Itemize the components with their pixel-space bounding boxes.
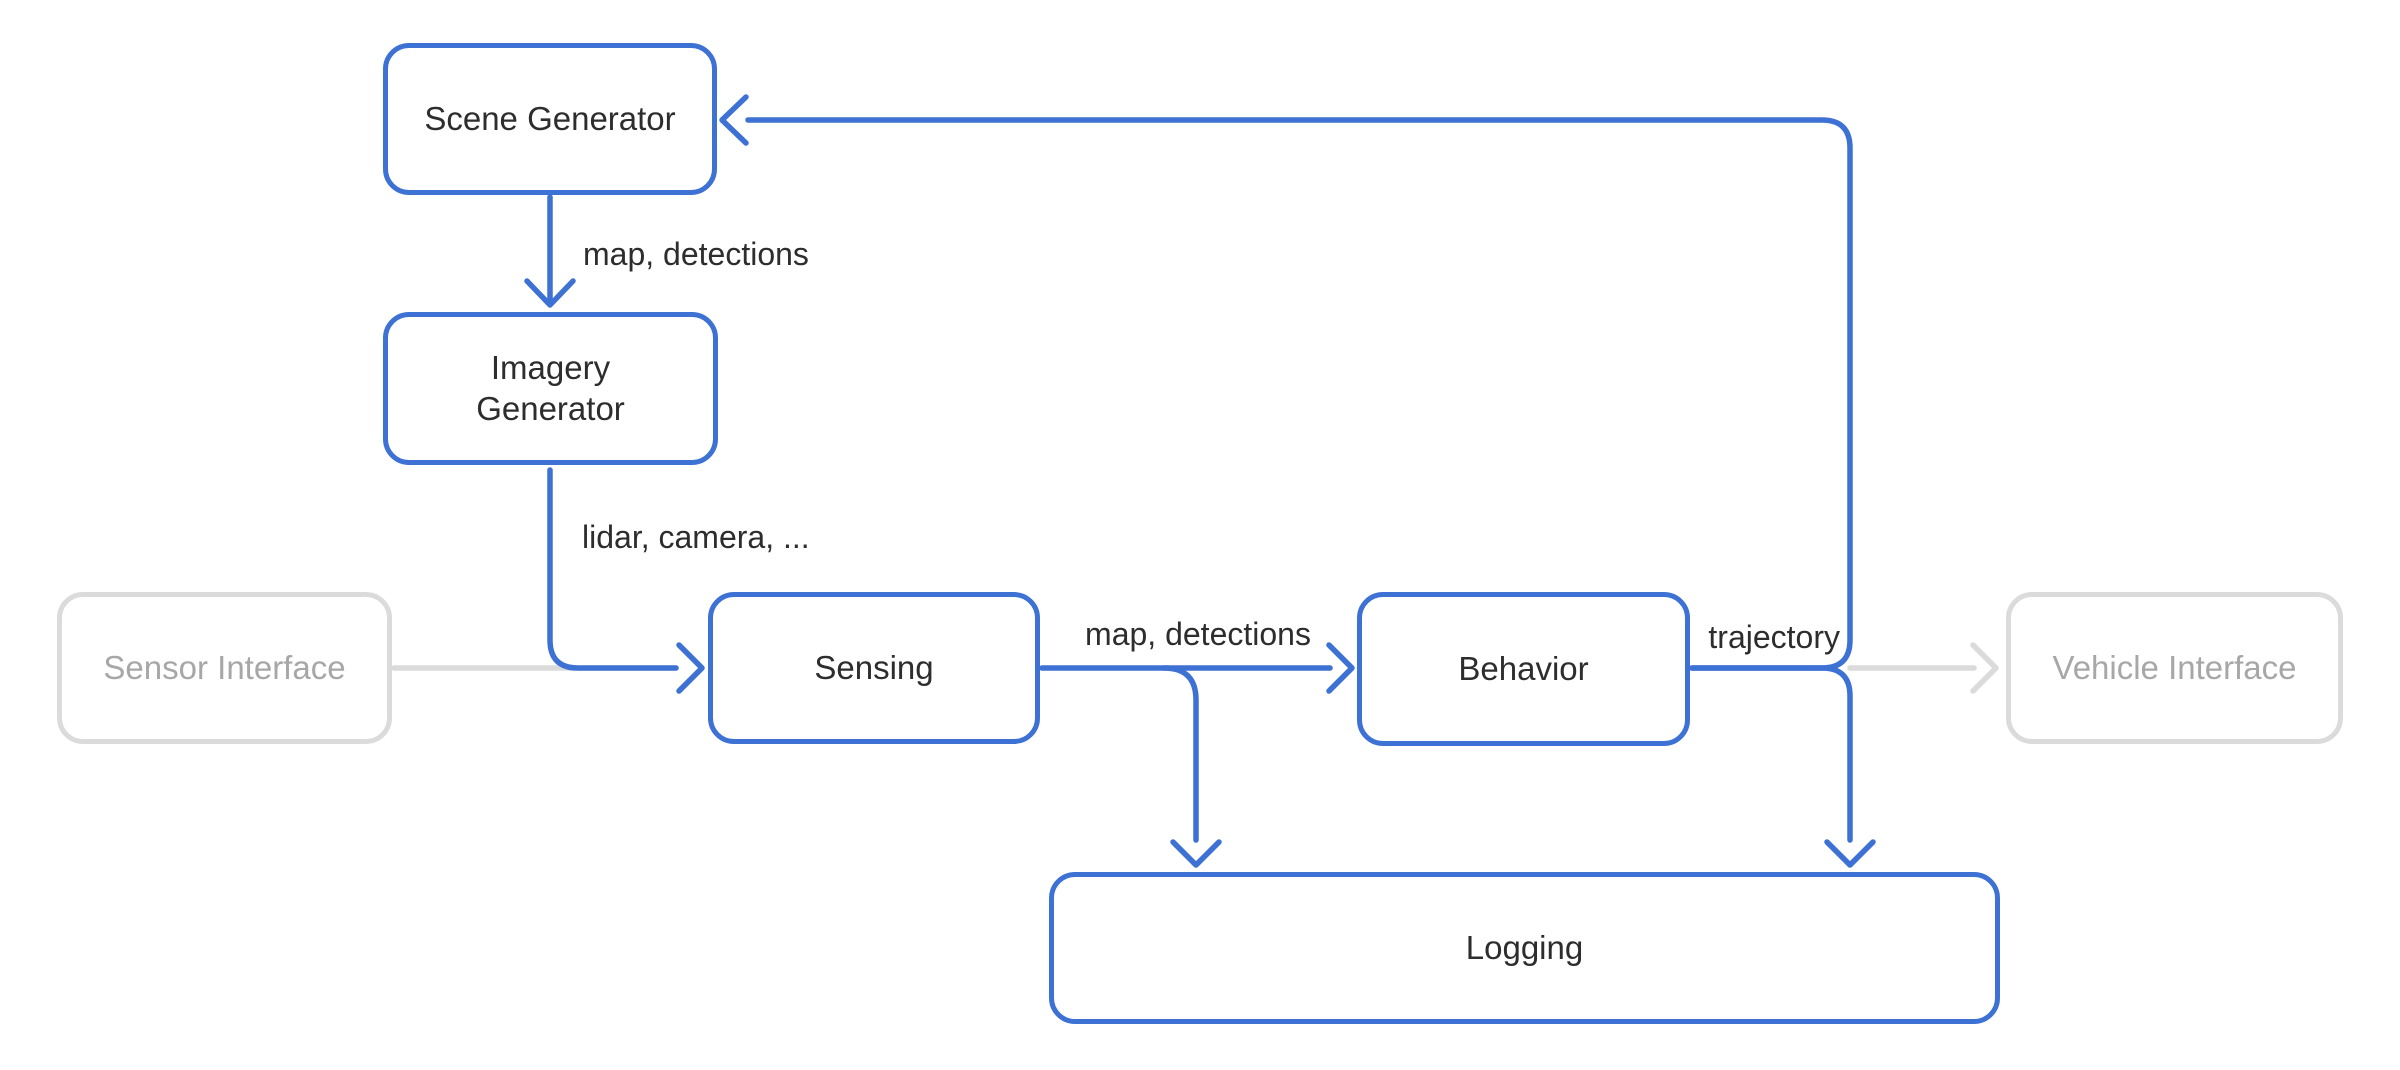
- node-scene-generator: Scene Generator: [383, 43, 717, 195]
- edge-behavior-to-scene: [745, 117, 1853, 671]
- arrowhead-logging-right: [1824, 839, 1876, 868]
- edge-imagery-to-sensing: [547, 467, 679, 671]
- node-logging: Logging: [1049, 872, 2000, 1024]
- node-sensor-interface: Sensor Interface: [57, 592, 392, 744]
- arrowhead-vehicle-interface: [1970, 642, 1999, 694]
- node-label: Sensor Interface: [103, 648, 346, 686]
- node-label: Behavior: [1458, 649, 1589, 687]
- arrowhead-imagery-generator: [524, 278, 576, 308]
- node-vehicle-interface: Vehicle Interface: [2006, 592, 2343, 744]
- node-behavior: Behavior: [1357, 592, 1690, 746]
- node-label: Imagery Generator: [476, 349, 625, 427]
- edge-sensing-to-logging: [1161, 665, 1199, 843]
- arrowhead-behavior: [1326, 642, 1355, 694]
- node-sensing: Sensing: [708, 592, 1040, 744]
- arrowhead-sensing: [676, 642, 705, 694]
- edge-behavior-to-logging: [1689, 665, 1853, 843]
- edge-label-map-detections-top: map, detections: [583, 236, 809, 272]
- edge-label-trajectory: trajectory: [1708, 619, 1840, 655]
- node-label: Logging: [1465, 928, 1584, 966]
- node-imagery-generator: Imagery Generator: [383, 312, 718, 465]
- edge-label-lidar-camera: lidar, camera, ...: [582, 519, 810, 555]
- edge-label-map-detections-mid: map, detections: [1085, 616, 1311, 652]
- arrowhead-logging-left: [1170, 839, 1222, 868]
- node-label: Scene Generator: [424, 99, 676, 137]
- node-label: Vehicle Interface: [2052, 648, 2297, 686]
- node-label: Sensing: [814, 648, 934, 686]
- arrowhead-scene-generator: [719, 94, 749, 146]
